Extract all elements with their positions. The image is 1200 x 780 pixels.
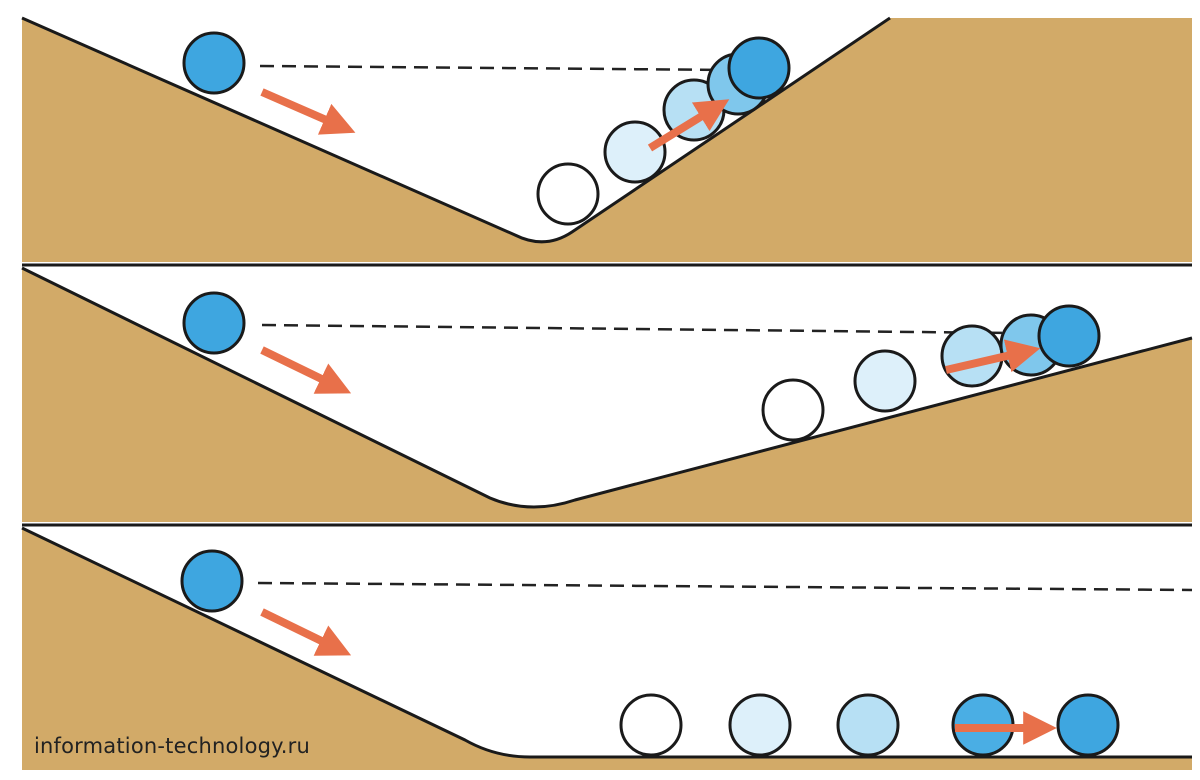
ball-icon — [180, 549, 244, 613]
ball-icon — [853, 349, 917, 413]
slope-outline — [21, 16, 891, 244]
direction-arrow-icon — [260, 88, 356, 135]
ball-icon — [1037, 304, 1101, 368]
reference-dashed-line — [259, 64, 731, 72]
direction-arrow-icon — [260, 608, 352, 656]
direction-arrow-icon — [260, 346, 352, 394]
ball-icon — [182, 291, 246, 355]
panel-flat-ground — [21, 526, 1193, 770]
ball-icon — [619, 693, 683, 757]
direction-arrow-icon — [647, 99, 730, 152]
slope-outline — [21, 526, 1192, 759]
reference-dashed-line — [257, 581, 1193, 592]
ground-left — [22, 18, 1192, 262]
watermark: information-technology.ru — [34, 734, 311, 758]
direction-arrow-icon — [945, 339, 1041, 374]
ground — [22, 268, 1192, 522]
panel-steep-slope — [21, 16, 1192, 262]
ball-icon — [1056, 693, 1120, 757]
reference-dashed-line — [261, 323, 1011, 335]
ball-icon — [728, 693, 792, 757]
ground — [22, 528, 1192, 770]
ball-icon — [603, 120, 667, 184]
ball-icon — [536, 162, 600, 226]
panel-gentle-slope — [21, 266, 1193, 522]
ball-icon — [836, 693, 900, 757]
ball-icon — [727, 36, 791, 100]
slope-outline — [21, 266, 1193, 509]
ball-icon — [182, 31, 246, 95]
ball-icon — [761, 378, 825, 442]
